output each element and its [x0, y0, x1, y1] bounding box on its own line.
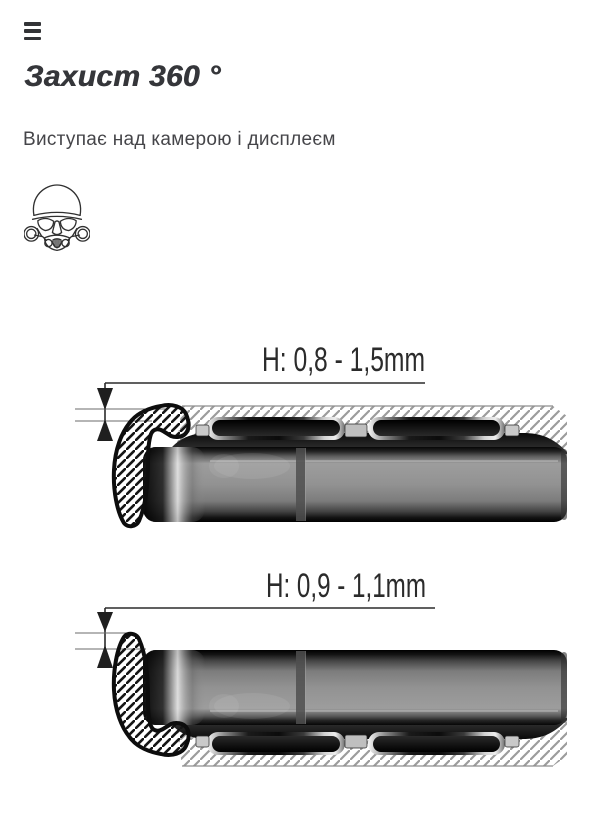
diagrams-illustration: H: 0,8 - 1,5mm H: 0,9 - 1,1mm: [75, 341, 568, 767]
page-subtitle: Виступає над камерою і дисплеєм: [23, 129, 336, 150]
diagram-camera-side: H: 0,8 - 1,5mm: [75, 341, 568, 529]
dimension-arrow: [97, 419, 113, 441]
dimension-label: H: 0,9 - 1,1mm: [266, 567, 426, 605]
phone-render-camera-up: [142, 416, 568, 523]
diagram-display-side: H: 0,9 - 1,1mm: [75, 567, 568, 767]
dimension-arrow: [97, 388, 113, 410]
dimension-label: H: 0,8 - 1,5mm: [262, 341, 425, 379]
stormtrooper-helmet-icon: [24, 184, 90, 251]
hamburger-menu-icon[interactable]: [24, 21, 46, 45]
dimension-arrow: [97, 612, 113, 632]
dimension-arrow: [97, 645, 113, 668]
phone-render-display-up: [142, 649, 568, 756]
page-title: Захист 360 °: [24, 60, 221, 93]
case-lip-cross-section: [111, 403, 191, 529]
case-lip-cross-section: [111, 631, 191, 757]
